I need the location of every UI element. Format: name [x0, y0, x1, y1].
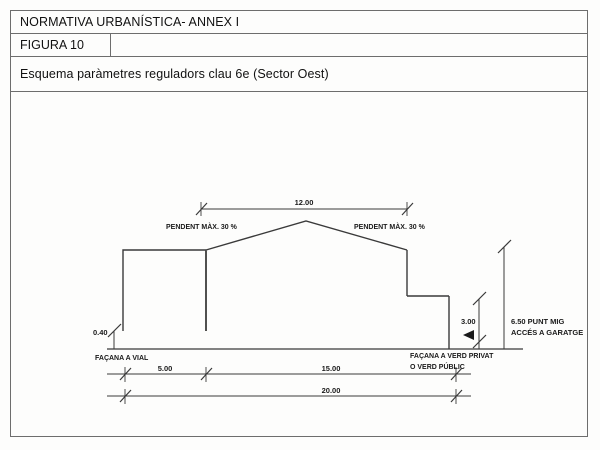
dimension-depth-segments: 5.00 15.00 [107, 364, 471, 382]
building-outline [122, 220, 450, 349]
document-title: NORMATIVA URBANÍSTICA- ANNEX I [20, 15, 240, 29]
label-midpoint-1: 6.50 PUNT MIG [511, 317, 565, 326]
label-slope-right: PENDENT MÀX. 30 % [354, 222, 426, 231]
label-facade-street: FAÇANA A VIAL [95, 355, 149, 362]
garage-access-arrow [463, 330, 474, 340]
header-row-subtitle: Esquema paràmetres reguladors clau 6e (S… [11, 57, 587, 92]
dimension-wall-height-left: 0.40 [93, 323, 122, 349]
label-facade-green-2: O VERD PÚBLIC [410, 362, 465, 371]
figure-subtitle: Esquema paràmetres reguladors clau 6e (S… [20, 67, 329, 81]
dimension-depth-total-value: 20.00 [322, 386, 341, 395]
header-row-figure: FIGURA 10 [11, 34, 587, 57]
dimension-garage-height-value: 3.00 [461, 317, 476, 326]
dimension-wall-height-left-value: 0.40 [93, 328, 108, 337]
label-slope-left: PENDENT MÀX. 30 % [166, 222, 238, 231]
dimension-roof-width: 12.00 [195, 198, 414, 216]
dimension-garage-height: 3.00 [461, 291, 487, 349]
label-midpoint-2: ACCÉS A GARATGE [511, 328, 583, 337]
building-section-diagram: 12.00 [93, 198, 583, 404]
dimension-depth-total: 20.00 [107, 386, 471, 404]
dimension-roof-width-value: 12.00 [295, 198, 314, 207]
dimension-midpoint-height: 6.50 PUNT MIG ACCÉS A GARATGE [497, 239, 583, 349]
drawing-area: 12.00 [11, 92, 587, 438]
figure-label-cell: FIGURA 10 [11, 34, 111, 56]
header-row-title: NORMATIVA URBANÍSTICA- ANNEX I [11, 11, 587, 34]
label-facade-green-1: FAÇANA A VERD PRIVAT [410, 353, 494, 360]
dimension-depth-rear-value: 15.00 [322, 364, 341, 373]
figure-number: FIGURA 10 [20, 38, 84, 52]
document-frame: NORMATIVA URBANÍSTICA- ANNEX I FIGURA 10… [10, 10, 588, 437]
dimension-depth-front-value: 5.00 [158, 364, 173, 373]
